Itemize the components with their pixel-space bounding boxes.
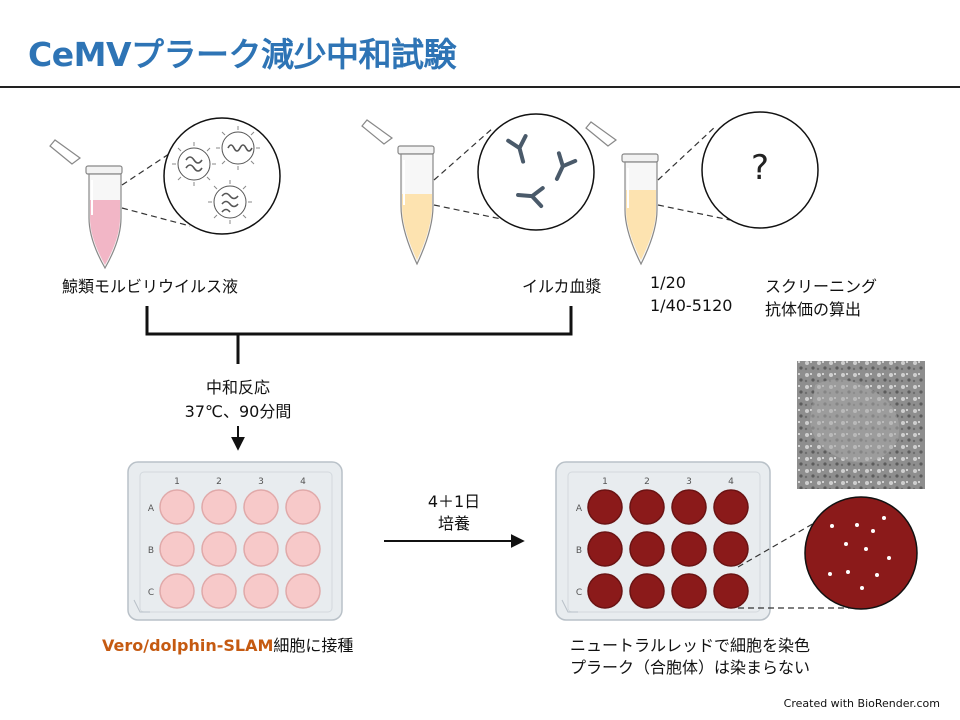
plate-column-label: 1 [602,477,608,487]
plate-well [671,573,707,609]
plate-well [671,489,707,525]
title-divider [0,86,960,88]
sample-tube [585,121,659,266]
stained-well-zoom [804,496,918,610]
virus-label: 鯨類モルビリウイルス液 [62,277,239,296]
serum-tube [361,119,435,266]
plate-column-label: 2 [644,477,650,487]
plate-row-label: C [148,588,154,598]
plate-well [201,531,237,567]
virus-particle-icon [221,131,255,165]
inoculation-caption: Vero/dolphin-SLAM細胞に接種 [102,632,353,656]
inoculation-action: 細胞に接種 [273,636,354,655]
antibody-zoom-circle [477,113,595,231]
plate-row-label: B [576,546,582,556]
plate-well [587,573,623,609]
plate-well [713,531,749,567]
antibody-icon [516,186,545,209]
plate-well [159,489,195,525]
plate-column-label: 4 [300,477,306,487]
serum-label: イルカ血漿 [522,277,602,296]
culture-name: 培養 [437,514,470,533]
biorender-credit: Created with BioRender.com [783,697,940,710]
virus-zoom-circle [163,117,281,235]
antibody-icon [554,151,578,181]
dilution-ratio-titer: 1/40-5120 [650,296,733,315]
staining-line-2: プラーク（合胞体）は染まらない [570,658,811,677]
unknown-question-mark: ? [750,148,770,188]
staining-line-1: ニュートラルレッドで細胞を染色 [570,636,811,655]
plate-well [285,531,321,567]
plate-row-label: A [576,504,583,514]
reaction-conditions: 37℃、90分間 [184,402,292,421]
plate-well [713,573,749,609]
plate-row-label: C [576,588,582,598]
plate-well [201,573,237,609]
dilution-purpose-titer: 抗体価の算出 [765,300,862,319]
plate-well [671,531,707,567]
plate-well [243,489,279,525]
dilution-ratio-screening: 1/20 [650,273,686,292]
plaque-dots [828,516,891,590]
plate-well [201,489,237,525]
plate-column-label: 3 [686,477,692,487]
dilution-purpose-screening: スクリーニング [765,277,878,296]
plate-well [629,573,665,609]
plate-column-label: 3 [258,477,264,487]
page-title: CeMVプラーク減少中和試験 [28,35,456,74]
reaction-name: 中和反応 [205,378,270,397]
plate-well [159,573,195,609]
plate-row-label: B [148,546,154,556]
plate-well [243,531,279,567]
plate-well [285,489,321,525]
plate-well [713,489,749,525]
plate-column-label: 4 [728,477,734,487]
cell-line-name: Vero/dolphin-SLAM [102,636,274,655]
virus-tube [49,139,123,270]
virus-particle-icon [177,147,211,181]
culture-duration: 4＋1日 [427,492,481,511]
plate-well [587,531,623,567]
plate-well [629,489,665,525]
plate-column-label: 2 [216,477,222,487]
combine-bracket [145,306,573,336]
plate-column-label: 1 [174,477,180,487]
plate-well [587,489,623,525]
unknown-zoom-circle [701,111,819,229]
plate-well [285,573,321,609]
plate-well [159,531,195,567]
virus-particle-icon [213,185,247,219]
plate-well [243,573,279,609]
plate-row-label: A [148,504,155,514]
plate-well [629,531,665,567]
antibody-icon [506,134,528,164]
